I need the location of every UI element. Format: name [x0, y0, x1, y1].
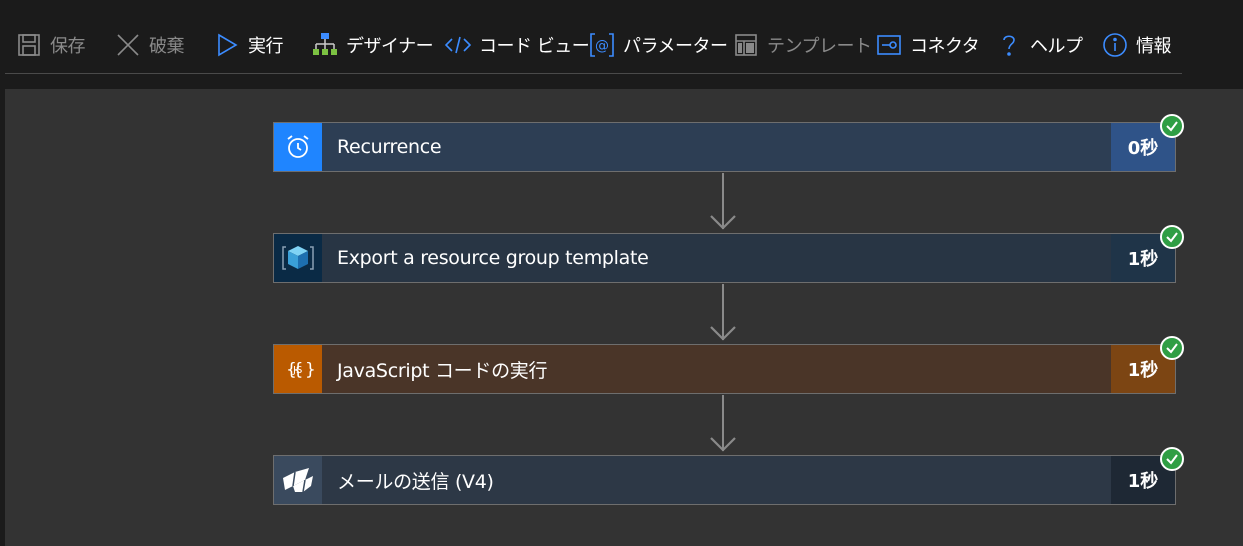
success-check-icon — [1160, 447, 1184, 471]
sendgrid-icon — [283, 468, 313, 493]
step-duration: 0秒 — [1111, 123, 1175, 171]
step-connector — [722, 284, 724, 340]
code-view-label: コード ビュー — [479, 36, 590, 57]
code-view-button[interactable]: コード ビュー — [445, 28, 590, 62]
step-export-template[interactable]: Export a resource group template 1秒 — [273, 233, 1176, 283]
save-icon — [16, 32, 42, 58]
info-label: 情報 — [1136, 36, 1172, 57]
arrow-down-icon — [710, 215, 736, 230]
step-recurrence[interactable]: Recurrence 0秒 — [273, 122, 1176, 172]
discard-label: 破棄 — [149, 36, 185, 57]
success-check-icon — [1160, 225, 1184, 249]
svg-text:{: { — [286, 360, 297, 380]
step-icon-container — [274, 234, 322, 282]
svg-text:{: { — [293, 360, 304, 380]
step-title: Recurrence — [322, 123, 1111, 171]
parameters-button[interactable]: @ パラメーター — [589, 28, 728, 62]
success-check-icon — [1160, 336, 1184, 360]
step-title: Export a resource group template — [322, 234, 1111, 282]
parameters-icon: @ — [589, 32, 615, 58]
svg-text:JS: JS — [292, 365, 302, 376]
run-button[interactable]: 実行 — [214, 28, 284, 62]
connector-label: コネクタ — [910, 36, 980, 57]
svg-text:@: @ — [595, 38, 609, 54]
step-icon-container — [274, 123, 322, 171]
designer-icon — [312, 32, 338, 58]
step-javascript-code[interactable]: { { JS } JavaScript コードの実行 1秒 — [273, 344, 1176, 394]
connector-button[interactable]: コネクタ — [876, 28, 980, 62]
help-label: ヘルプ — [1030, 36, 1083, 57]
designer-button[interactable]: デザイナー — [312, 28, 434, 62]
success-check-icon — [1160, 114, 1184, 138]
info-icon — [1102, 32, 1128, 58]
run-label: 実行 — [248, 36, 284, 57]
arrow-down-icon — [710, 437, 736, 452]
step-connector — [722, 395, 724, 451]
step-icon-container: { { JS } — [274, 345, 322, 393]
javascript-icon: { { JS } — [286, 360, 314, 380]
discard-button[interactable]: 破棄 — [115, 28, 185, 62]
info-button[interactable]: 情報 — [1102, 28, 1172, 62]
connector-icon — [876, 32, 902, 58]
toolbar-divider — [5, 73, 1182, 74]
cube-icon — [282, 246, 314, 270]
template-button[interactable]: テンプレート — [733, 28, 872, 62]
step-title: メールの送信 (V4) — [322, 456, 1111, 504]
svg-text:}: } — [305, 360, 314, 380]
step-connector — [722, 173, 724, 229]
step-send-email[interactable]: メールの送信 (V4) 1秒 — [273, 455, 1176, 505]
step-icon-container — [274, 456, 322, 504]
template-icon — [733, 32, 759, 58]
close-icon — [115, 32, 141, 58]
designer-label: デザイナー — [346, 36, 434, 57]
save-button[interactable]: 保存 — [16, 28, 86, 62]
step-title: JavaScript コードの実行 — [322, 345, 1111, 393]
help-icon — [996, 32, 1022, 58]
toolbar: 保存 破棄 実行 — [0, 0, 1243, 74]
help-button[interactable]: ヘルプ — [996, 28, 1083, 62]
parameters-label: パラメーター — [623, 36, 728, 57]
arrow-down-icon — [710, 326, 736, 341]
play-icon — [214, 32, 240, 58]
alarm-clock-icon — [287, 135, 309, 158]
code-icon — [445, 32, 471, 58]
save-label: 保存 — [50, 36, 86, 57]
template-label: テンプレート — [767, 36, 872, 57]
